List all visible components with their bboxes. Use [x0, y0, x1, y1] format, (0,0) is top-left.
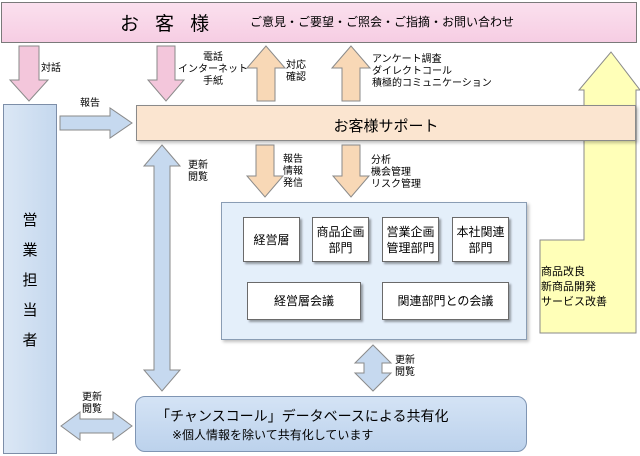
analysis-arrow	[331, 144, 371, 198]
support-database-arrow	[142, 144, 182, 392]
unit-head-office: 本社関連部門	[452, 217, 509, 262]
unit-product-planning: 商品企画部門	[312, 217, 369, 262]
customer-support-box: お客様サポート	[136, 105, 636, 141]
customers-box	[1, 2, 637, 43]
response-arrow	[245, 45, 287, 102]
outreach-label: アンケート調査 ダイレクトコール 積極的コミュニケーション	[372, 54, 492, 89]
unit-sales-planning: 営業企画管理部門	[382, 217, 439, 262]
channels-arrow	[146, 45, 186, 102]
improvement-labels: 商品改良 新商品開発 サービス改善	[541, 265, 607, 308]
channels-label: 電話 インターネット 手紙	[178, 52, 248, 87]
response-label: 対応 確認	[286, 60, 306, 83]
report-label: 報告	[80, 98, 100, 109]
report-info-arrow	[245, 144, 285, 198]
management-database-arrow	[353, 344, 393, 392]
dialogue-arrow	[8, 45, 50, 102]
update-view-label-bottom: 更新 閲覧	[82, 392, 102, 415]
unit-executive: 経営層	[243, 217, 300, 262]
sales-database-arrow	[60, 411, 133, 441]
dialogue-label: 対話	[41, 63, 61, 74]
analysis-label: 分析 機会管理 リスク管理	[371, 155, 421, 190]
customer-opinions-label: ご意見・ご要望・ご照会・ご指摘・お問い合わせ	[250, 15, 515, 29]
meeting-executive: 経営層会議	[247, 282, 361, 320]
database-title: 「チャンスコール」データベースによる共有化	[156, 409, 449, 425]
report-info-label: 報告 情報 発信	[283, 154, 303, 189]
customer-support-label: お客様サポート	[333, 117, 439, 135]
sales-rep-label: 営 業 担 当 者	[22, 211, 38, 349]
update-view-label-left: 更新 閲覧	[188, 160, 208, 183]
report-arrow	[59, 107, 133, 139]
sales-rep-box: 営 業 担 当 者	[3, 104, 57, 454]
outreach-arrow	[330, 45, 372, 102]
update-view-label-mid: 更新 閲覧	[395, 355, 415, 378]
database-note: ※個人情報を除いて共有化しています	[172, 428, 374, 442]
customers-title: お 客 様	[120, 13, 215, 35]
meeting-related-departments: 関連部門との会議	[382, 282, 509, 320]
chance-call-database-box: 「チャンスコール」データベースによる共有化 ※個人情報を除いて共有化しています	[135, 396, 527, 452]
